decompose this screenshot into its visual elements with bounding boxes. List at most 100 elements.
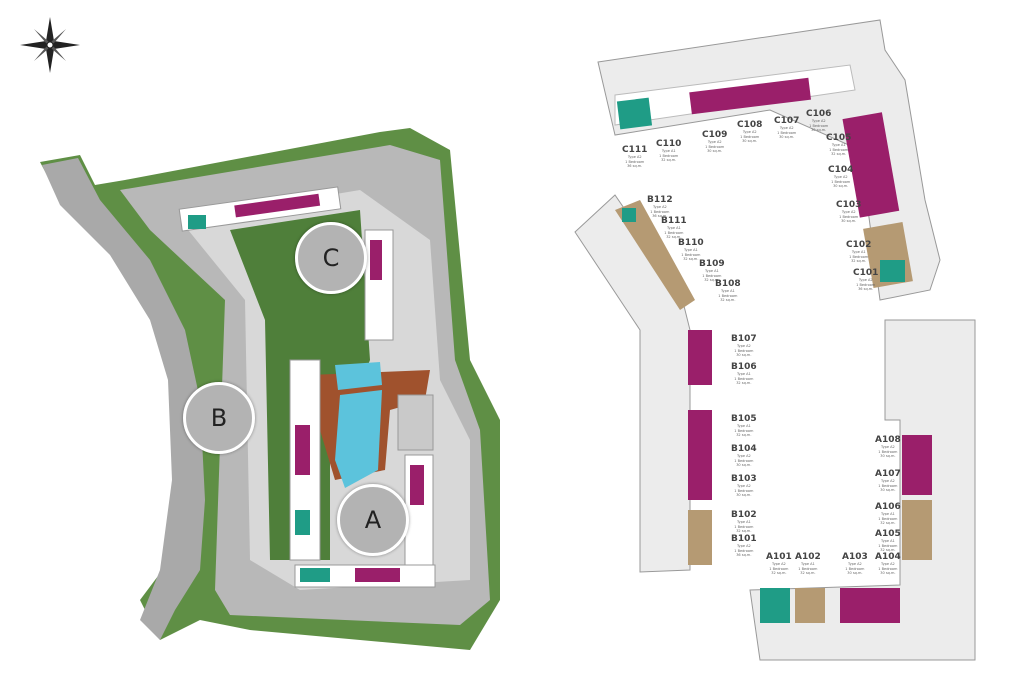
unit-bedrooms: 1 Bedroom [769,566,789,571]
unit-bedrooms: 1 Bedroom [705,144,725,149]
unit-area: 32 sq.m. [851,259,867,263]
unit-id: C101 [853,268,879,278]
unit-area: 32 sq.m. [880,548,896,552]
unit-type: Type A1 [831,143,846,147]
unit-id: B102 [731,510,757,520]
unit-type: Type A2 [880,479,895,483]
unit-id: C109 [702,130,728,140]
unit-area: 30 sq.m. [841,219,857,223]
unit-type: Type A1 [880,539,895,543]
unit-area: 36 sq.m. [652,214,668,218]
unit-bedrooms: 1 Bedroom [845,566,865,571]
unit-area: 30 sq.m. [736,463,752,467]
compass-rose-icon [20,17,80,73]
access-road [42,158,205,640]
unit-id: B112 [647,195,673,205]
zone-marker-c: C [295,222,367,294]
unit-area: 32 sq.m. [736,381,752,385]
unit-type: Type A1 [704,269,719,273]
unit-id: A106 [875,502,901,512]
unit-id: B110 [678,238,704,248]
unit-area: 30 sq.m. [880,488,896,492]
unit-area: 32 sq.m. [800,571,816,575]
unit-id: C110 [656,139,682,149]
unit-id: A102 [795,552,821,562]
unit-type: Type A2 [779,126,794,130]
unit-bedrooms: 1 Bedroom [878,483,898,488]
unit-type: Type A2 [736,454,751,458]
unit-type: Type A2 [707,140,722,144]
zone-marker-a: A [337,484,409,556]
unit-type: Type A2 [858,278,873,282]
unit-area: 32 sq.m. [831,152,847,156]
unit-bedrooms: 1 Bedroom [681,252,701,257]
unit-area: 30 sq.m. [736,353,752,357]
unit-area: 30 sq.m. [880,454,896,458]
unit-id: B108 [715,279,741,289]
unit-id: B104 [731,444,757,454]
unit-area: 30 sq.m. [736,493,752,497]
unit-type: Type A1 [661,149,676,153]
unit-id: C107 [774,116,800,126]
clubhouse [397,394,434,451]
unit-type: Type A2 [880,562,895,566]
unit-bedrooms: 1 Bedroom [702,273,722,278]
unit-area: 32 sq.m. [736,433,752,437]
unit-bedrooms: 1 Bedroom [878,449,898,454]
unit-bedrooms: 1 Bedroom [809,123,829,128]
unit-id: A103 [842,552,868,562]
unit-id: C104 [828,165,854,175]
unit-area: 30 sq.m. [707,149,723,153]
unit-area: 30 sq.m. [742,139,758,143]
unit-area: 36 sq.m. [858,287,874,291]
unit-type: Type A2 [736,544,751,548]
unit-bedrooms: 1 Bedroom [734,458,754,463]
unit-area: 30 sq.m. [880,571,896,575]
unit-bedrooms: 1 Bedroom [839,214,859,219]
unit-area: 32 sq.m. [736,529,752,533]
unit-type: Type A1 [683,248,698,252]
unit-type: Type A1 [880,512,895,516]
unit-id: B111 [661,216,687,226]
unit-bedrooms: 1 Bedroom [734,376,754,381]
zone-marker-b: B [183,382,255,454]
unit-type: Type A2 [833,175,848,179]
unit-id: C111 [622,145,648,155]
unit-id: C102 [846,240,872,250]
unit-id: A101 [766,552,792,562]
unit-area: 36 sq.m. [736,553,752,557]
unit-type: Type A2 [736,344,751,348]
unit-type: Type A2 [742,130,757,134]
pool-upper [335,362,382,390]
unit-type: Type A2 [652,205,667,209]
unit-id: B106 [731,362,757,372]
unit-bedrooms: 1 Bedroom [829,147,849,152]
unit-area: 30 sq.m. [779,135,795,139]
unit-type: Type A1 [736,372,751,376]
unit-area: 32 sq.m. [666,235,682,239]
unit-bedrooms: 1 Bedroom [664,230,684,235]
unit-area: 36 sq.m. [627,164,643,168]
unit-bedrooms: 1 Bedroom [734,488,754,493]
unit-type: Type A2 [841,210,856,214]
